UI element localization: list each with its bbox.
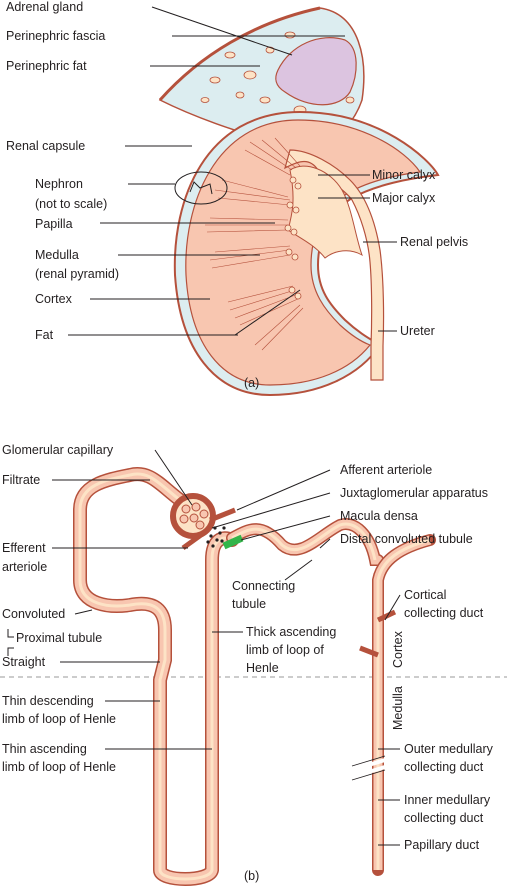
label-thin-ascending-limb: limb of loop of Henle [2, 760, 116, 774]
label-renal-pelvis: Renal pelvis [400, 235, 468, 249]
renal-pyramids [205, 137, 304, 351]
zone-medulla: Medulla [391, 686, 405, 730]
label-minor-calyx: Minor calyx [372, 168, 436, 182]
perinephric-fascia [158, 6, 321, 101]
efferent-arteriole [181, 527, 210, 551]
label-thick-ascending: Thick ascending [246, 625, 336, 639]
label-nephron: Nephron [35, 177, 83, 191]
label-papillary-duct: Papillary duct [404, 838, 480, 852]
label-thin-descending-limb: limb of loop of Henle [2, 712, 116, 726]
label-nephron-scale: (not to scale) [35, 197, 107, 211]
glomerular-capillary [179, 502, 209, 530]
caption-b: (b) [244, 869, 259, 883]
label-ureter: Ureter [400, 324, 435, 338]
label-thick-henle: Henle [246, 661, 279, 675]
label-glomerular-capillary: Glomerular capillary [2, 443, 114, 457]
label-connecting: Connecting [232, 579, 295, 593]
label-perinephric-fascia: Perinephric fascia [6, 29, 105, 43]
zone-cortex: Cortex [391, 630, 405, 668]
label-connecting-tubule: tubule [232, 597, 266, 611]
label-outer-medullary: Outer medullary [404, 742, 494, 756]
label-cortical-duct: collecting duct [404, 606, 484, 620]
label-cortex: Cortex [35, 292, 73, 306]
nephron-inset-circle [174, 171, 228, 205]
duct-break [351, 758, 386, 779]
label-straight: Straight [2, 655, 46, 669]
label-thick-limb: limb of loop of [246, 643, 324, 657]
nephron-leader-lines [7, 449, 401, 846]
label-cortical: Cortical [404, 588, 446, 602]
label-thin-ascending: Thin ascending [2, 742, 87, 756]
label-afferent-arteriole: Afferent arteriole [340, 463, 432, 477]
label-papilla: Papilla [35, 217, 73, 231]
papilla-cups [284, 176, 302, 300]
label-adrenal-gland: Adrenal gland [6, 0, 83, 14]
kidney-cortex [185, 119, 422, 386]
label-fat: Fat [35, 328, 54, 342]
label-renal-capsule: Renal capsule [6, 139, 85, 153]
kidney-panel: Adrenal gland Perinephric fascia Perinep… [6, 0, 468, 397]
label-efferent-arteriole: arteriole [2, 560, 47, 574]
label-juxtaglomerular: Juxtaglomerular apparatus [340, 486, 488, 500]
duct-side-branch [359, 609, 397, 658]
label-macula-densa: Macula densa [340, 509, 418, 523]
macula-densa [222, 534, 244, 550]
label-inner-medullary: Inner medullary [404, 793, 491, 807]
adrenal-gland [275, 37, 357, 106]
label-inner-duct: collecting duct [404, 811, 484, 825]
afferent-arteriole [209, 507, 236, 523]
label-perinephric-fat: Perinephric fat [6, 59, 87, 73]
kidney-leader-lines [68, 6, 397, 336]
nephron-mini [189, 181, 213, 195]
label-medulla: Medulla [35, 248, 79, 262]
label-filtrate: Filtrate [2, 473, 40, 487]
nephron-panel: Glomerular capillary Filtrate Efferent a… [0, 443, 507, 886]
caption-a: (a) [244, 376, 259, 390]
label-thin-descending: Thin descending [2, 694, 94, 708]
label-convoluted: Convoluted [2, 607, 65, 621]
label-major-calyx: Major calyx [372, 191, 436, 205]
label-renal-pyramid: (renal pyramid) [35, 267, 119, 281]
label-efferent: Efferent [2, 541, 46, 555]
label-distal-tubule: Distal convoluted tubule [340, 532, 473, 546]
label-outer-duct: collecting duct [404, 760, 484, 774]
label-proximal-tubule: Proximal tubule [16, 631, 102, 645]
